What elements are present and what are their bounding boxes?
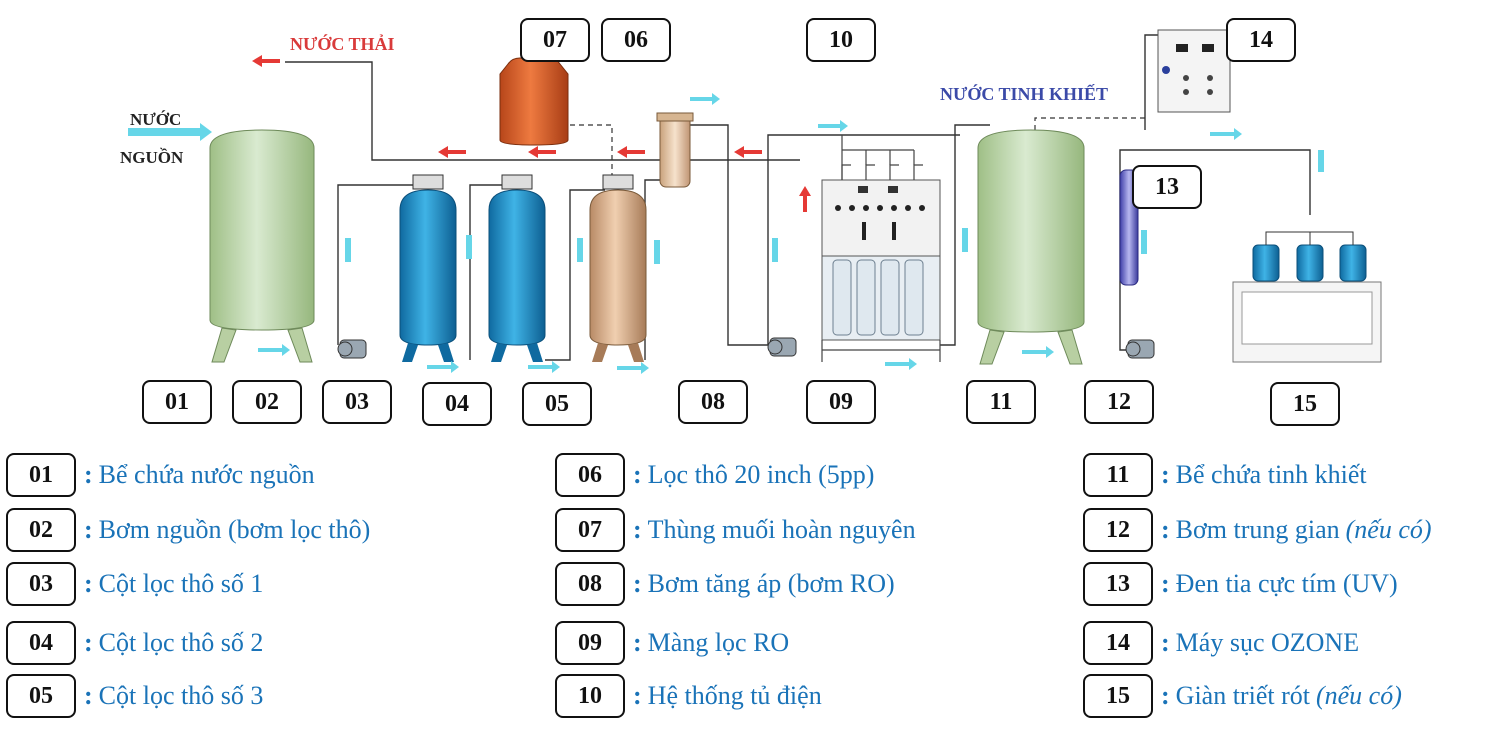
legend-number: 09 [555, 621, 625, 665]
legend-number: 06 [555, 453, 625, 497]
legend-text: Bơm trung gian [1175, 515, 1340, 544]
legend-item: 13:Đen tia cực tím (UV) [1083, 562, 1398, 606]
legend-text: Cột lọc thô số 3 [98, 681, 264, 710]
diagram-number-12: 12 [1084, 380, 1154, 424]
legend-number: 11 [1083, 453, 1153, 497]
diagram-number-14: 14 [1226, 18, 1296, 62]
legend-text: Đen tia cực tím (UV) [1175, 569, 1398, 598]
dashed-lines [570, 117, 1145, 180]
legend-number: 12 [1083, 508, 1153, 552]
ozone-generator-icon [1157, 29, 1231, 113]
cartridge-filter-icon [656, 112, 694, 188]
legend-text: Cột lọc thô số 2 [98, 628, 264, 657]
legend-number: 15 [1083, 674, 1153, 718]
process-diagram: NƯỚC NGUỒN NƯỚC THẢI NƯỚC TINH KHIẾT [120, 29, 1382, 374]
legend-item: 08:Bơm tăng áp (bơm RO) [555, 562, 895, 606]
pure-water-label: NƯỚC TINH KHIẾT [940, 83, 1108, 104]
pump-icon [1125, 339, 1155, 359]
diagram-number-08: 08 [678, 380, 748, 424]
diagram-number-11: 11 [966, 380, 1036, 424]
filter-column-icon [399, 174, 457, 362]
legend-item: 14:Máy sục OZONE [1083, 621, 1359, 665]
legend-text: Giàn triết rót [1175, 681, 1310, 710]
legend-item: 12:Bơm trung gian(nếu có) [1083, 508, 1432, 552]
pump-icon [767, 337, 797, 357]
legend-item: 04:Cột lọc thô số 2 [6, 621, 263, 665]
diagram-number-07: 07 [520, 18, 590, 62]
pump-icon [337, 339, 367, 359]
filter-column-icon [589, 174, 647, 362]
diagram-number-01: 01 [142, 380, 212, 424]
ro-membrane-rack-icon [821, 135, 941, 362]
legend-number: 03 [6, 562, 76, 606]
diagram-number-15: 15 [1270, 382, 1340, 426]
legend-item: 15:Giàn triết rót(nếu có) [1083, 674, 1402, 718]
legend-number: 01 [6, 453, 76, 497]
legend-note: (nếu có) [1345, 515, 1432, 544]
diagram-number-03: 03 [322, 380, 392, 424]
waste-water-label: NƯỚC THẢI [290, 33, 395, 54]
flow-arrow-icon [252, 55, 811, 212]
legend-number: 08 [555, 562, 625, 606]
tank-icon [209, 129, 315, 363]
legend-number: 14 [1083, 621, 1153, 665]
legend-number: 04 [6, 621, 76, 665]
piping [285, 34, 1311, 361]
legend-item: 05:Cột lọc thô số 3 [6, 674, 263, 718]
legend-number: 05 [6, 674, 76, 718]
legend-item: 03:Cột lọc thô số 1 [6, 562, 263, 606]
legend-item: 02:Bơm nguồn (bơm lọc thô) [6, 508, 370, 552]
legend-item: 09:Màng lọc RO [555, 621, 789, 665]
filling-station-icon [1232, 231, 1382, 363]
legend-text: Máy sục OZONE [1175, 628, 1360, 657]
legend-text: Lọc thô 20 inch (5pp) [647, 460, 875, 489]
diagram-number-06: 06 [601, 18, 671, 62]
legend-text: Bơm tăng áp (bơm RO) [647, 569, 895, 598]
legend-item: 06:Lọc thô 20 inch (5pp) [555, 453, 874, 497]
legend-text: Màng lọc RO [647, 628, 790, 657]
legend-number: 02 [6, 508, 76, 552]
diagram-number-05: 05 [522, 382, 592, 426]
legend-item: 07:Thùng muối hoàn nguyên [555, 508, 916, 552]
legend-text: Hệ thống tủ điện [647, 681, 822, 710]
legend-item: 01:Bể chứa nước nguồn [6, 453, 315, 497]
source-water-label: NGUỒN [120, 147, 184, 167]
legend-number: 13 [1083, 562, 1153, 606]
filter-column-icon [488, 174, 546, 362]
diagram-number-10: 10 [806, 18, 876, 62]
legend-item: 11:Bể chứa tinh khiết [1083, 453, 1367, 497]
legend-note: (nếu có) [1315, 681, 1402, 710]
legend-text: Bể chứa tinh khiết [1175, 460, 1367, 489]
diagram-number-02: 02 [232, 380, 302, 424]
legend-text: Bơm nguồn (bơm lọc thô) [98, 515, 371, 544]
legend-text: Thùng muối hoàn nguyên [647, 515, 916, 544]
diagram-number-09: 09 [806, 380, 876, 424]
legend-text: Cột lọc thô số 1 [98, 569, 264, 598]
source-water-label: NƯỚC [130, 110, 181, 129]
salt-tank-icon [499, 57, 569, 146]
legend-item: 10:Hệ thống tủ điện [555, 674, 822, 718]
legend-text: Bể chứa nước nguồn [98, 460, 315, 489]
diagram-number-13: 13 [1132, 165, 1202, 209]
legend-number: 10 [555, 674, 625, 718]
legend-number: 07 [555, 508, 625, 552]
flow-arrow-icon [128, 93, 1324, 374]
diagram-number-04: 04 [422, 382, 492, 426]
tank-icon [977, 129, 1085, 365]
